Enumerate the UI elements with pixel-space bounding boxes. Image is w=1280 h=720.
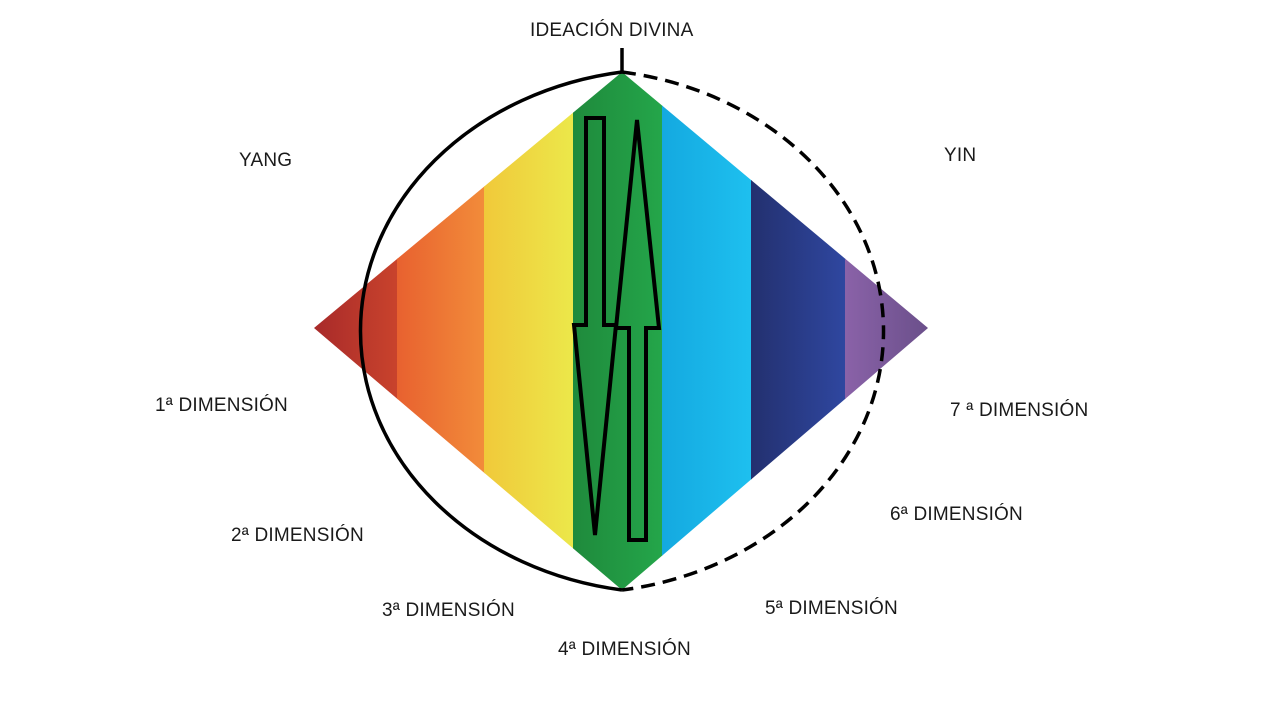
dimension-7-label: 7 ª DIMENSIÓN xyxy=(950,400,1089,421)
yin-label: YIN xyxy=(944,145,977,166)
yang-label: YANG xyxy=(239,150,293,171)
yang-solid-arc xyxy=(358,70,623,592)
dimension-2-label: 2ª DIMENSIÓN xyxy=(231,525,364,546)
dimension-6-band xyxy=(751,72,846,590)
dimension-1-label: 1ª DIMENSIÓN xyxy=(155,395,288,416)
diamond-bands xyxy=(314,72,928,590)
dimension-2-band xyxy=(397,72,485,590)
dimension-5-label: 5ª DIMENSIÓN xyxy=(765,598,898,619)
dimension-3-label: 3ª DIMENSIÓN xyxy=(382,600,515,621)
dimension-5-band xyxy=(662,72,752,590)
yin-dashed-arc xyxy=(621,70,886,592)
divine-ideation-label: IDEACIÓN DIVINA xyxy=(530,20,694,41)
dimension-1-band xyxy=(314,72,398,590)
dimension-4-label: 4ª DIMENSIÓN xyxy=(558,639,691,660)
ascending-arrow xyxy=(613,119,662,542)
dimension-3-band xyxy=(484,72,574,590)
dimension-6-label: 6ª DIMENSIÓN xyxy=(890,504,1023,525)
descending-arrow xyxy=(571,116,619,536)
